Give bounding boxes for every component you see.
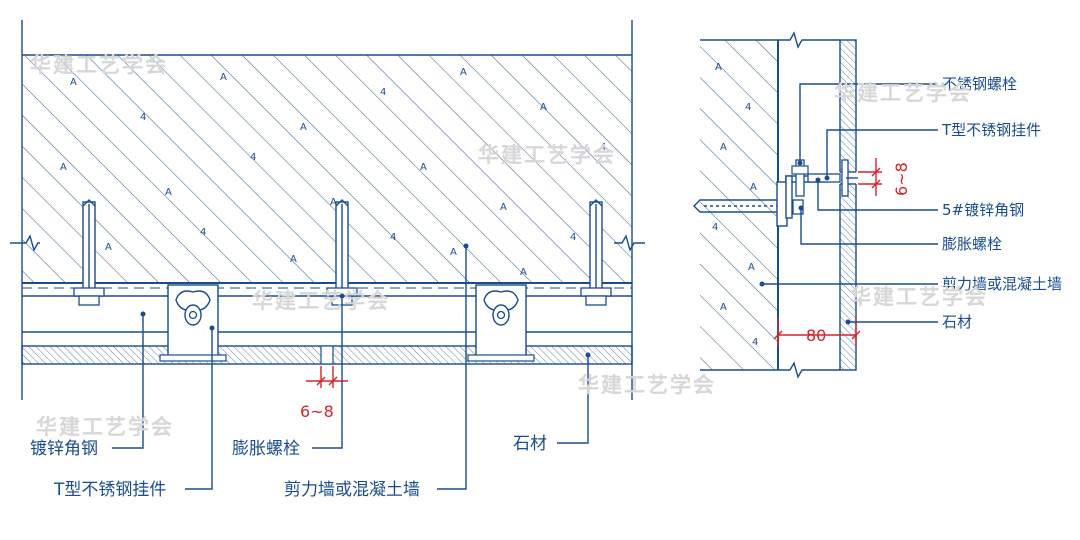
break-bottom-right [700, 361, 840, 379]
svg-text:4: 4 [570, 232, 576, 243]
left-leaders [112, 243, 591, 490]
right-leaders [759, 83, 938, 325]
watermark-2: 华建工艺学会 [478, 143, 616, 167]
svg-text:A: A [330, 197, 337, 208]
svg-text:A: A [748, 262, 755, 273]
watermark-7: 华建工艺学会 [850, 285, 988, 309]
watermarks: 华建工艺学会 华建工艺学会 华建工艺学会 华建工艺学会 华建工艺学会 华建工艺学… [30, 53, 988, 439]
svg-text:A: A [290, 254, 297, 265]
gap-dimension-text: 6~8 [300, 402, 334, 421]
watermark-5: 华建工艺学会 [578, 373, 716, 397]
svg-text:4: 4 [600, 142, 606, 153]
left-section-view: A4A A4A A4A A4A AA4 A4A AA4 [10, 20, 645, 500]
watermark-4: 华建工艺学会 [36, 415, 174, 439]
svg-text:A: A [165, 187, 172, 198]
expansion-bolt-1 [73, 199, 105, 306]
t-hanger-2 [467, 284, 535, 362]
svg-text:4: 4 [752, 337, 758, 348]
stone-joint-gap [320, 345, 334, 365]
svg-text:4: 4 [380, 87, 386, 98]
label-t-hanger-right: T型不锈钢挂件 [941, 121, 1041, 139]
svg-text:4: 4 [712, 222, 718, 233]
svg-text:A: A [60, 162, 67, 173]
svg-text:4: 4 [200, 227, 206, 238]
svg-text:A: A [70, 77, 77, 88]
svg-text:A: A [500, 202, 507, 213]
svg-text:A: A [460, 67, 467, 78]
gap-dimension-right-text: 6~8 [892, 162, 911, 196]
svg-text:A: A [750, 182, 757, 193]
break-top-right [700, 31, 840, 49]
svg-text:A: A [520, 267, 527, 278]
expansion-bolt-3 [580, 199, 612, 306]
watermark-6: 华建工艺学会 [834, 81, 972, 105]
label-t-hanger: T型不锈钢挂件 [53, 480, 166, 500]
t-hanger-1 [159, 284, 227, 362]
label-shear-wall: 剪力墙或混凝土墙 [284, 480, 420, 500]
svg-text:4: 4 [390, 232, 396, 243]
watermark-1: 华建工艺学会 [30, 53, 168, 77]
right-section-view: A4A A4A A4 [693, 31, 1062, 379]
svg-text:A: A [300, 122, 307, 133]
watermark-3: 华建工艺学会 [252, 289, 390, 313]
label-stone-right: 石材 [942, 313, 972, 331]
svg-text:4: 4 [250, 152, 256, 163]
svg-text:A: A [220, 72, 227, 83]
svg-text:4: 4 [745, 102, 751, 113]
svg-text:A: A [720, 142, 727, 153]
label-expansion-bolt: 膨胀螺栓 [232, 439, 300, 459]
stone-slab-right [839, 39, 857, 371]
offset-dimension-text: 80 [806, 326, 826, 345]
svg-text:A: A [105, 242, 112, 253]
offset-dimension: 80 [773, 318, 861, 346]
concrete-wall-right: A4A A4A A4 [700, 40, 778, 370]
label-angle-steel: 镀锌角钢 [30, 439, 98, 459]
label-stone: 石材 [513, 434, 547, 454]
concrete-wall-left: A4A A4A A4A A4A AA4 A4A AA4 [22, 55, 632, 283]
svg-text:A: A [715, 62, 722, 73]
gap-dimension-left: 6~8 [300, 366, 348, 421]
label-angle-steel-right: 5#镀锌角钢 [942, 201, 1024, 219]
gap-dimension-right: 6~8 [858, 158, 911, 196]
svg-text:A: A [720, 302, 727, 313]
break-mark-left [10, 234, 40, 252]
break-mark-right [614, 234, 645, 252]
label-stainless-bolt: 不锈钢螺栓 [942, 75, 1017, 93]
svg-text:A: A [420, 162, 427, 173]
svg-text:4: 4 [140, 112, 146, 123]
label-expansion-bolt-right: 膨胀螺栓 [942, 235, 1002, 253]
svg-text:A: A [450, 247, 457, 258]
aggregate-marks: A4A A4A A4A A4A AA4 A4A AA4 [60, 67, 606, 278]
svg-text:A: A [540, 102, 547, 113]
label-shear-wall-right: 剪力墙或混凝土墙 [942, 275, 1062, 293]
